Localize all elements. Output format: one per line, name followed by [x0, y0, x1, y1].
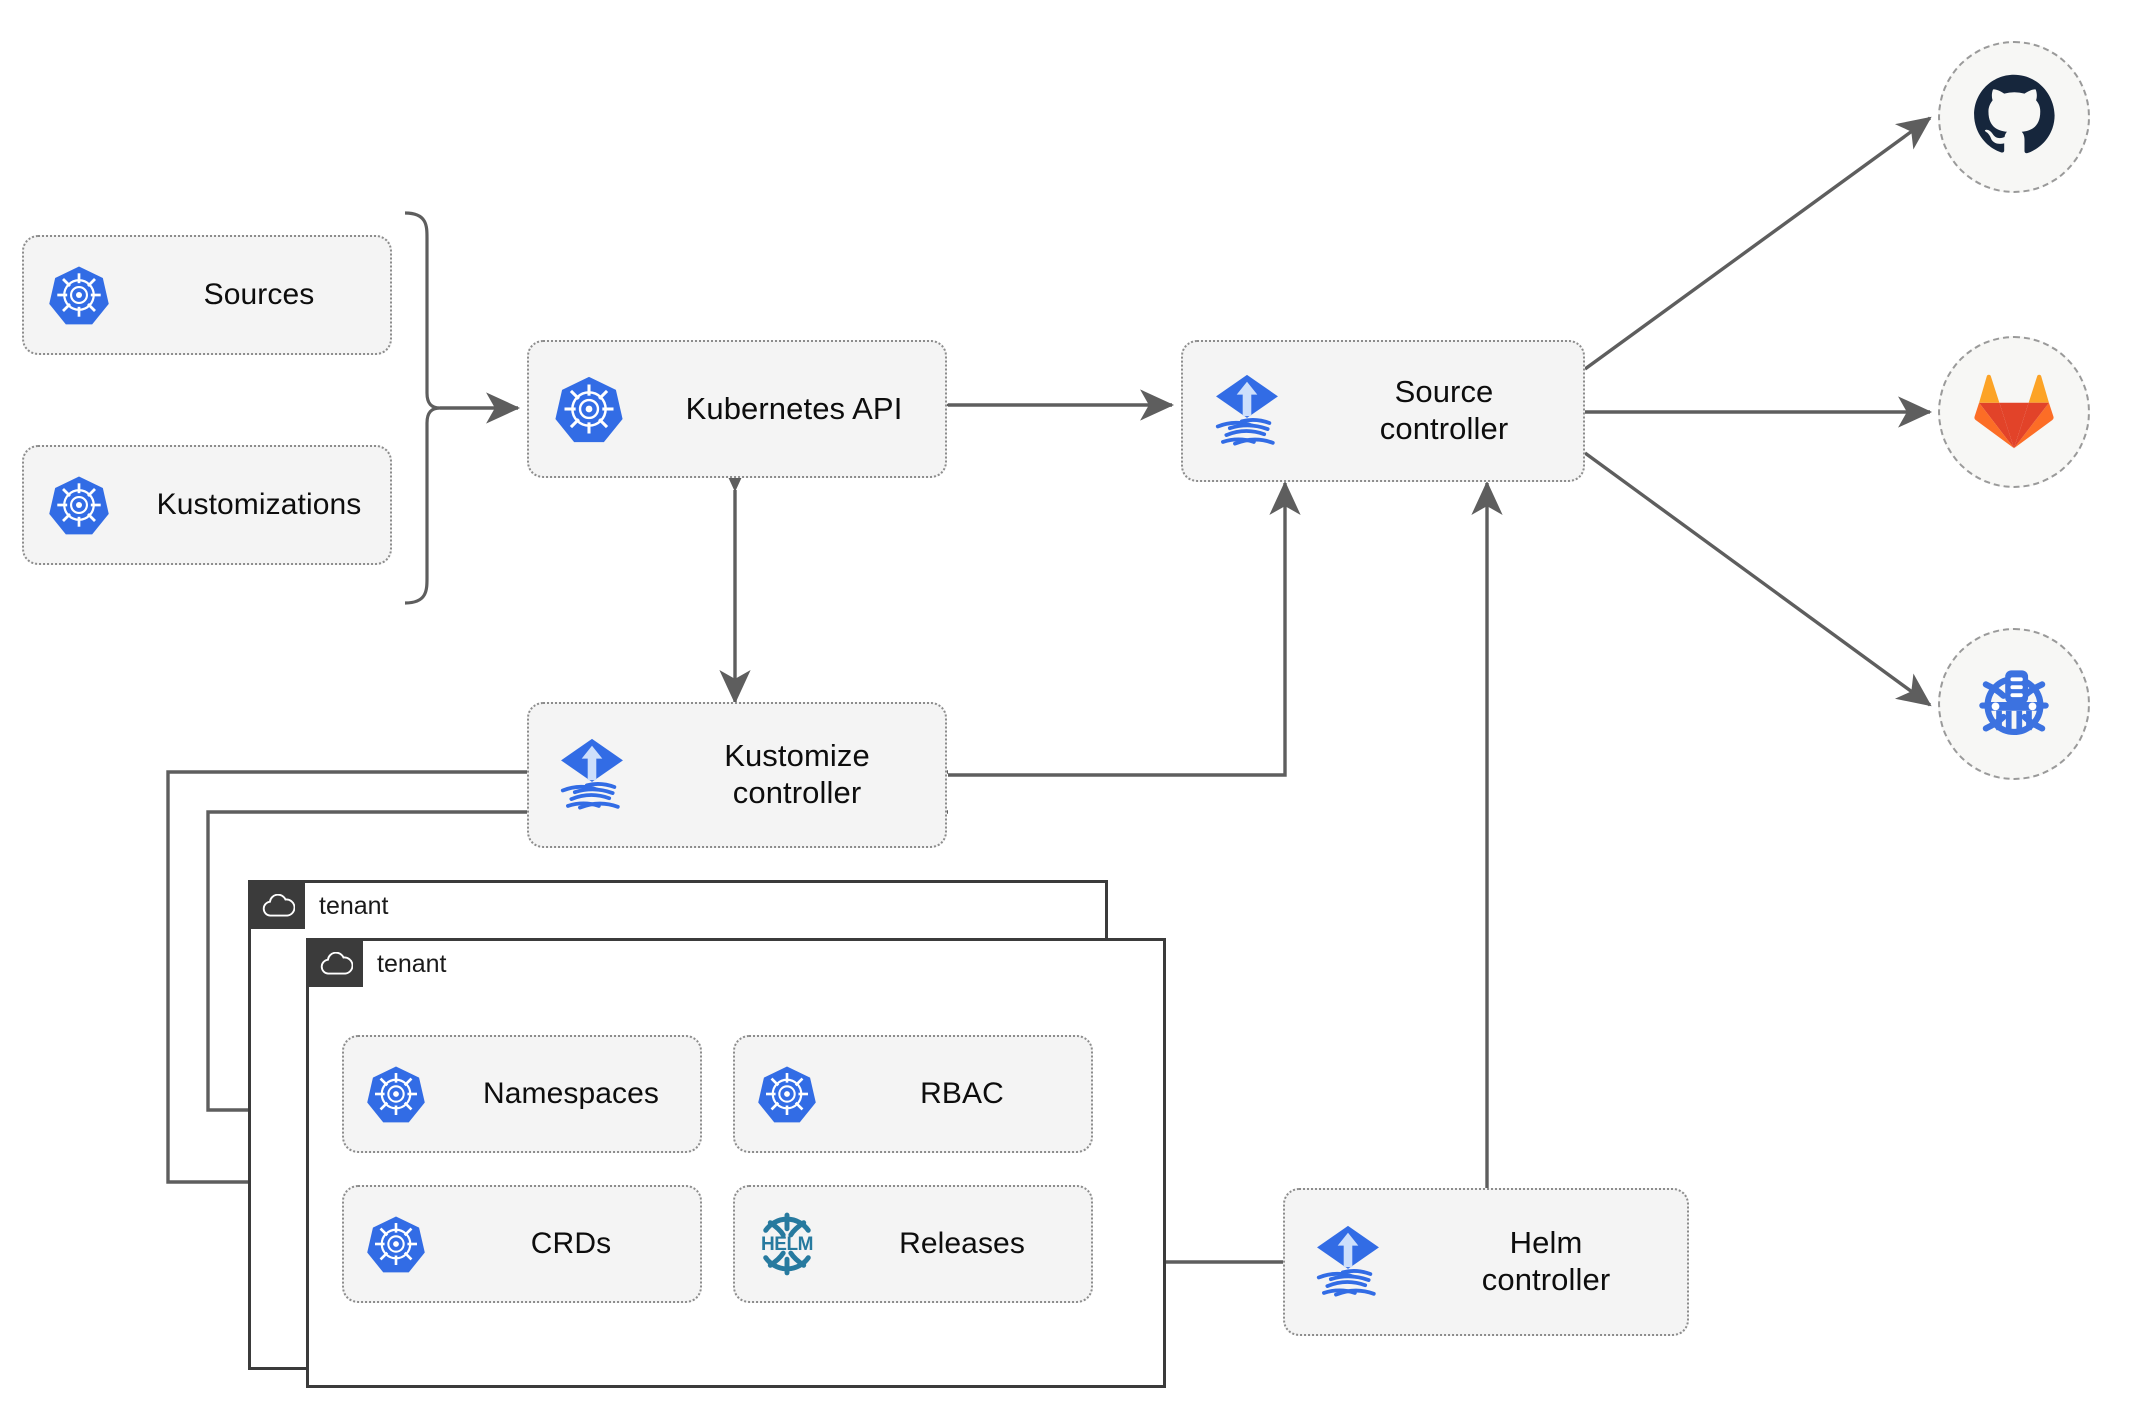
node-helm-controller[interactable]: Helm controller: [1283, 1188, 1689, 1336]
repo-helm-repository[interactable]: [1938, 628, 2090, 780]
node-label: Releases: [899, 1227, 1025, 1261]
node-label: Kustomize controller: [724, 738, 870, 810]
node-kustomize-controller[interactable]: Kustomize controller: [527, 702, 947, 848]
kubernetes-icon: [344, 1214, 448, 1274]
node-namespaces[interactable]: Namespaces: [342, 1035, 702, 1153]
kubernetes-icon: [344, 1064, 448, 1124]
kubernetes-icon: [24, 264, 134, 326]
node-crds[interactable]: CRDs: [342, 1185, 702, 1303]
helm-icon: HELM: [735, 1206, 839, 1282]
node-label: Source controller: [1379, 374, 1509, 446]
tenant-header: tenant: [251, 883, 389, 929]
kubernetes-icon: [735, 1064, 839, 1124]
node-kustomizations[interactable]: Kustomizations: [22, 445, 392, 565]
repo-github[interactable]: [1938, 41, 2090, 193]
node-kubernetes-api[interactable]: Kubernetes API: [527, 340, 947, 478]
node-rbac[interactable]: RBAC: [733, 1035, 1093, 1153]
edge-source-to-helmrepo: [1583, 451, 1932, 707]
group-brace: [404, 211, 441, 605]
cloud-icon: [309, 941, 363, 987]
node-label: Helm controller: [1481, 1225, 1611, 1297]
flux-icon: [529, 732, 655, 818]
node-label: RBAC: [920, 1077, 1004, 1111]
cloud-icon: [251, 883, 305, 929]
helm-repository-icon: [1970, 658, 2058, 751]
node-label: Kustomizations: [156, 488, 362, 522]
edge-kustomize-to-source: [948, 480, 1301, 777]
svg-text:HELM: HELM: [761, 1234, 813, 1255]
tenant-label: tenant: [319, 892, 389, 920]
node-label: Sources: [203, 278, 315, 312]
kubernetes-icon: [529, 374, 649, 444]
kubernetes-icon: [24, 474, 134, 536]
repo-gitlab[interactable]: [1938, 336, 2090, 488]
gitlab-icon: [1973, 371, 2055, 454]
node-source-controller[interactable]: Source controller: [1181, 340, 1585, 482]
node-releases[interactable]: HELM Releases: [733, 1185, 1093, 1303]
edge-source-to-github: [1583, 116, 1932, 371]
node-sources[interactable]: Sources: [22, 235, 392, 355]
node-label: CRDs: [530, 1227, 612, 1261]
flux-icon: [1285, 1219, 1411, 1305]
node-label: Namespaces: [482, 1077, 660, 1111]
tenant-header: tenant: [309, 941, 447, 987]
node-label: Kubernetes API: [685, 390, 903, 426]
tenant-label: tenant: [377, 950, 447, 978]
flux-icon: [1183, 368, 1311, 454]
tenant-container-front[interactable]: tenant: [306, 938, 1166, 1388]
github-icon: [1972, 73, 2056, 162]
